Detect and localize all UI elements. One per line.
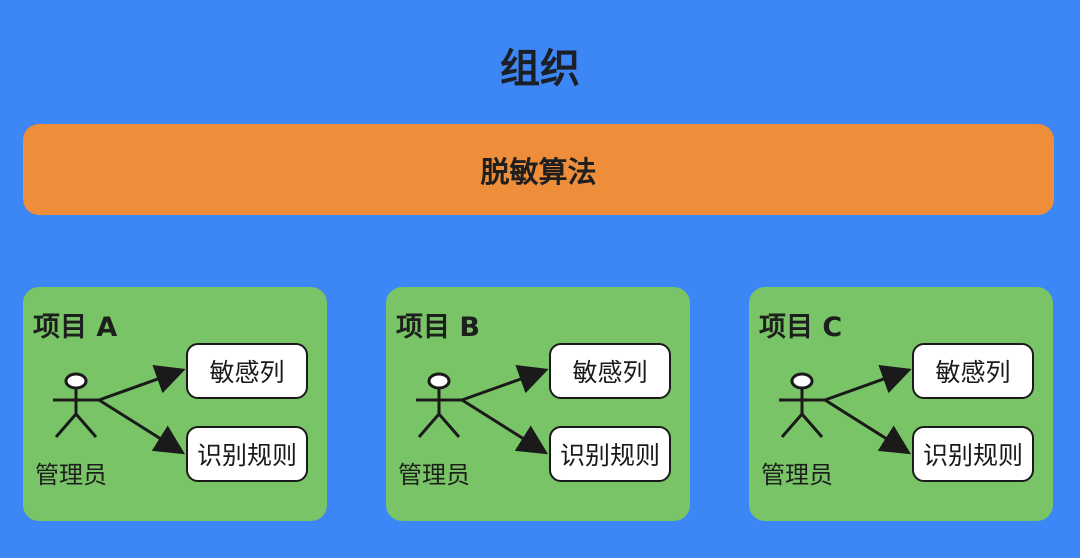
sensitive-columns-pill: 敏感列 [186,343,308,399]
recognition-rules-pill: 识别规则 [912,426,1034,482]
project-title: 项目 B [396,312,480,343]
admin-label: 管理员 [761,461,833,489]
sensitive-columns-pill: 敏感列 [912,343,1034,399]
arrow-to-sensitive-columns [461,364,549,402]
arrow-to-recognition-rules [461,398,549,455]
arrow-to-sensitive-columns [98,364,186,402]
admin-label: 管理员 [398,461,470,489]
project-card-a: 项目 A 管理员 敏感列 识别规则 [23,287,327,521]
recognition-rules-pill: 识别规则 [549,426,671,482]
project-card-c: 项目 C 管理员 敏感列 识别规则 [749,287,1053,521]
actor-diagram [53,364,186,455]
actor-diagram [416,364,549,455]
project-title: 项目 C [759,312,843,343]
recognition-rules-pill: 识别规则 [186,426,308,482]
sensitive-columns-pill: 敏感列 [549,343,671,399]
admin-actor-icon [53,372,99,438]
arrow-to-recognition-rules [98,398,186,455]
organization-title: 组织 [500,46,580,92]
masking-algorithm-label: 脱敏算法 [480,154,597,189]
admin-actor-icon [416,372,462,438]
masking-algorithm-bar: 脱敏算法 [23,124,1054,215]
project-card-b: 项目 B 管理员 敏感列 识别规则 [386,287,690,521]
arrow-to-recognition-rules [824,398,912,455]
arrow-to-sensitive-columns [824,364,912,402]
actor-diagram [779,364,912,455]
admin-actor-icon [779,372,825,438]
admin-label: 管理员 [35,461,107,489]
project-title: 项目 A [33,312,118,343]
